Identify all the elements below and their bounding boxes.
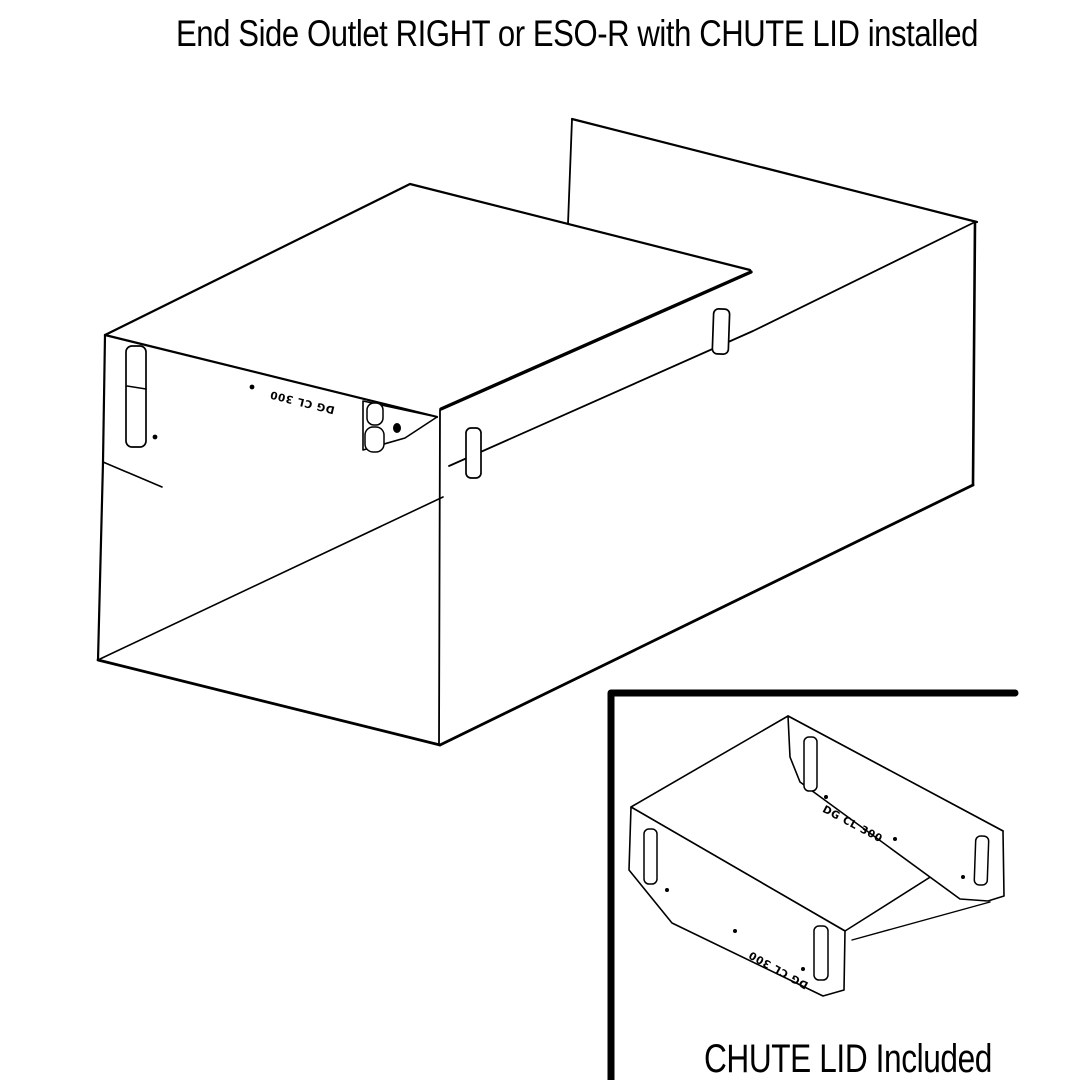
far-flange-bottom-edge xyxy=(851,901,991,941)
lid-flange-fold-line xyxy=(102,461,163,488)
lid-far-flange xyxy=(787,715,1005,902)
duct-mouth-bottom-edge xyxy=(96,658,442,747)
far-flange-slot xyxy=(803,736,818,792)
rivet-hole xyxy=(249,384,255,390)
lid-near-flange xyxy=(628,806,846,997)
rivet-hole xyxy=(152,434,158,440)
near-flange-slot xyxy=(643,828,658,885)
inset-caption: CHUTE LID Included xyxy=(704,1037,992,1080)
back-panel-top-edge xyxy=(570,117,979,224)
side-panel-slot xyxy=(465,427,482,479)
side-panel-top-edge xyxy=(448,221,976,467)
duct-mouth-right-edge xyxy=(438,409,441,746)
duct-far-right-edge xyxy=(971,220,977,487)
lid-left-flange-slot xyxy=(125,345,147,448)
duct-bottom-long-edge xyxy=(438,483,975,747)
rivet-hole xyxy=(824,795,828,799)
far-flange-slot xyxy=(973,835,990,886)
chute-lid-front-top-edge xyxy=(439,270,753,411)
rivet-hole xyxy=(733,929,737,933)
rivet-hole xyxy=(893,837,897,841)
corner-tab-upper-cutout xyxy=(366,402,384,426)
part-marking-stamp: DG CL 300 xyxy=(269,388,336,416)
duct-interior-bottom-edge xyxy=(99,496,444,660)
corner-tab-hole xyxy=(393,423,401,433)
rivet-hole xyxy=(801,967,805,971)
duct-mouth-top-edge xyxy=(103,333,439,419)
eso-r-assembly-drawing: DG CL 300 xyxy=(96,117,979,747)
lid-right-flange-slot xyxy=(711,308,731,355)
chute-lid-top-edges xyxy=(103,182,752,337)
back-panel-left-edge xyxy=(567,118,573,225)
corner-tab-lower-cutout xyxy=(364,426,385,453)
rivet-hole xyxy=(665,888,669,892)
lid-left-flange-slot-crossbar xyxy=(126,385,147,390)
near-flange-slot xyxy=(813,925,829,981)
page-title: End Side Outlet RIGHT or ESO-R with CHUT… xyxy=(176,13,978,54)
chute-lid-inset: DG CL 300 DG CL 300 xyxy=(607,689,1019,1080)
rivet-hole xyxy=(961,875,965,879)
inset-border xyxy=(607,689,1019,1080)
duct-mouth-left-edge xyxy=(96,333,107,662)
